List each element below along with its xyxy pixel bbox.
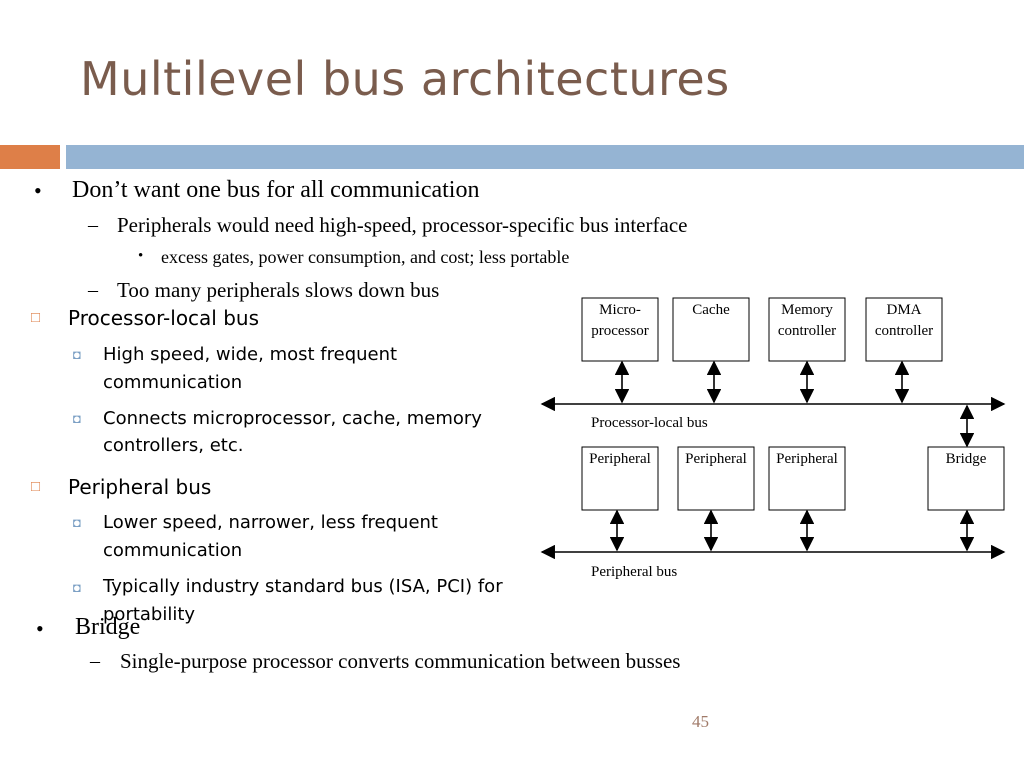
box-label: Peripheral — [776, 451, 838, 467]
sub-bullet-bridge-converts: Single-purpose processor converts commun… — [120, 649, 681, 673]
box-label: DMA — [886, 302, 921, 318]
pb-item-1-line1: Lower speed, narrower, less frequent — [103, 512, 438, 533]
box-label: controller — [778, 323, 836, 339]
filled-square-marker: ◘ — [73, 515, 81, 530]
peripheral-bus-label: Peripheral bus — [591, 564, 677, 580]
dash-marker: – — [88, 214, 98, 236]
sub-sub-bullet-marker: • — [138, 248, 144, 264]
sub-bullet-too-many-peripherals: Too many peripherals slows down bus — [117, 278, 440, 302]
dash-marker: – — [90, 650, 100, 672]
box-label: Peripheral — [685, 451, 747, 467]
bullet-bridge: Bridge — [75, 614, 141, 640]
filled-square-marker: ◘ — [73, 411, 81, 426]
sub-bullet-high-speed: Peripherals would need high-speed, proce… — [117, 213, 688, 237]
page-number: 45 — [692, 712, 709, 731]
bus-diagram-svg: Micro- processor Cache Memory controller… — [540, 297, 1006, 580]
bus-diagram: Micro- processor Cache Memory controller… — [536, 292, 1012, 597]
accent-bar-blue — [66, 145, 1024, 169]
bullet-processor-local-bus: Processor-local bus — [68, 306, 260, 330]
pl-item-2-line1: Connects microprocessor, cache, memory — [103, 408, 482, 429]
pl-item-2-line2: controllers, etc. — [103, 435, 244, 456]
pl-item-1-line1: High speed, wide, most frequent — [103, 344, 398, 365]
bullet-marker: • — [34, 178, 42, 203]
accent-bar-orange — [0, 145, 60, 169]
pb-item-2-line2: portability — [103, 604, 196, 625]
square-marker: □ — [31, 310, 41, 326]
bullet-peripheral-bus: Peripheral bus — [68, 475, 212, 499]
dash-marker: – — [88, 279, 98, 301]
sub-sub-bullet-excess-gates: excess gates, power consumption, and cos… — [161, 247, 570, 267]
box-label: Memory — [781, 302, 833, 318]
bullet-no-single-bus: Don’t want one bus for all communication — [72, 177, 480, 203]
processor-local-bus-label: Processor-local bus — [591, 415, 708, 431]
box-label: Cache — [692, 302, 730, 318]
box-label: controller — [875, 323, 933, 339]
box-label: Micro- — [599, 302, 641, 318]
pb-item-2-line1: Typically industry standard bus (ISA, PC… — [103, 576, 503, 597]
bullet-marker: • — [36, 616, 44, 641]
filled-square-marker: ◘ — [73, 347, 81, 362]
pl-item-1-line2: communication — [103, 372, 243, 393]
box-label: Bridge — [946, 451, 987, 467]
filled-square-marker: ◘ — [73, 580, 81, 595]
pb-item-1-line2: communication — [103, 540, 243, 561]
slide-title: Multilevel bus architectures — [80, 52, 730, 106]
box-label: Peripheral — [589, 451, 651, 467]
box-label: processor — [591, 323, 648, 339]
square-marker: □ — [31, 479, 41, 495]
